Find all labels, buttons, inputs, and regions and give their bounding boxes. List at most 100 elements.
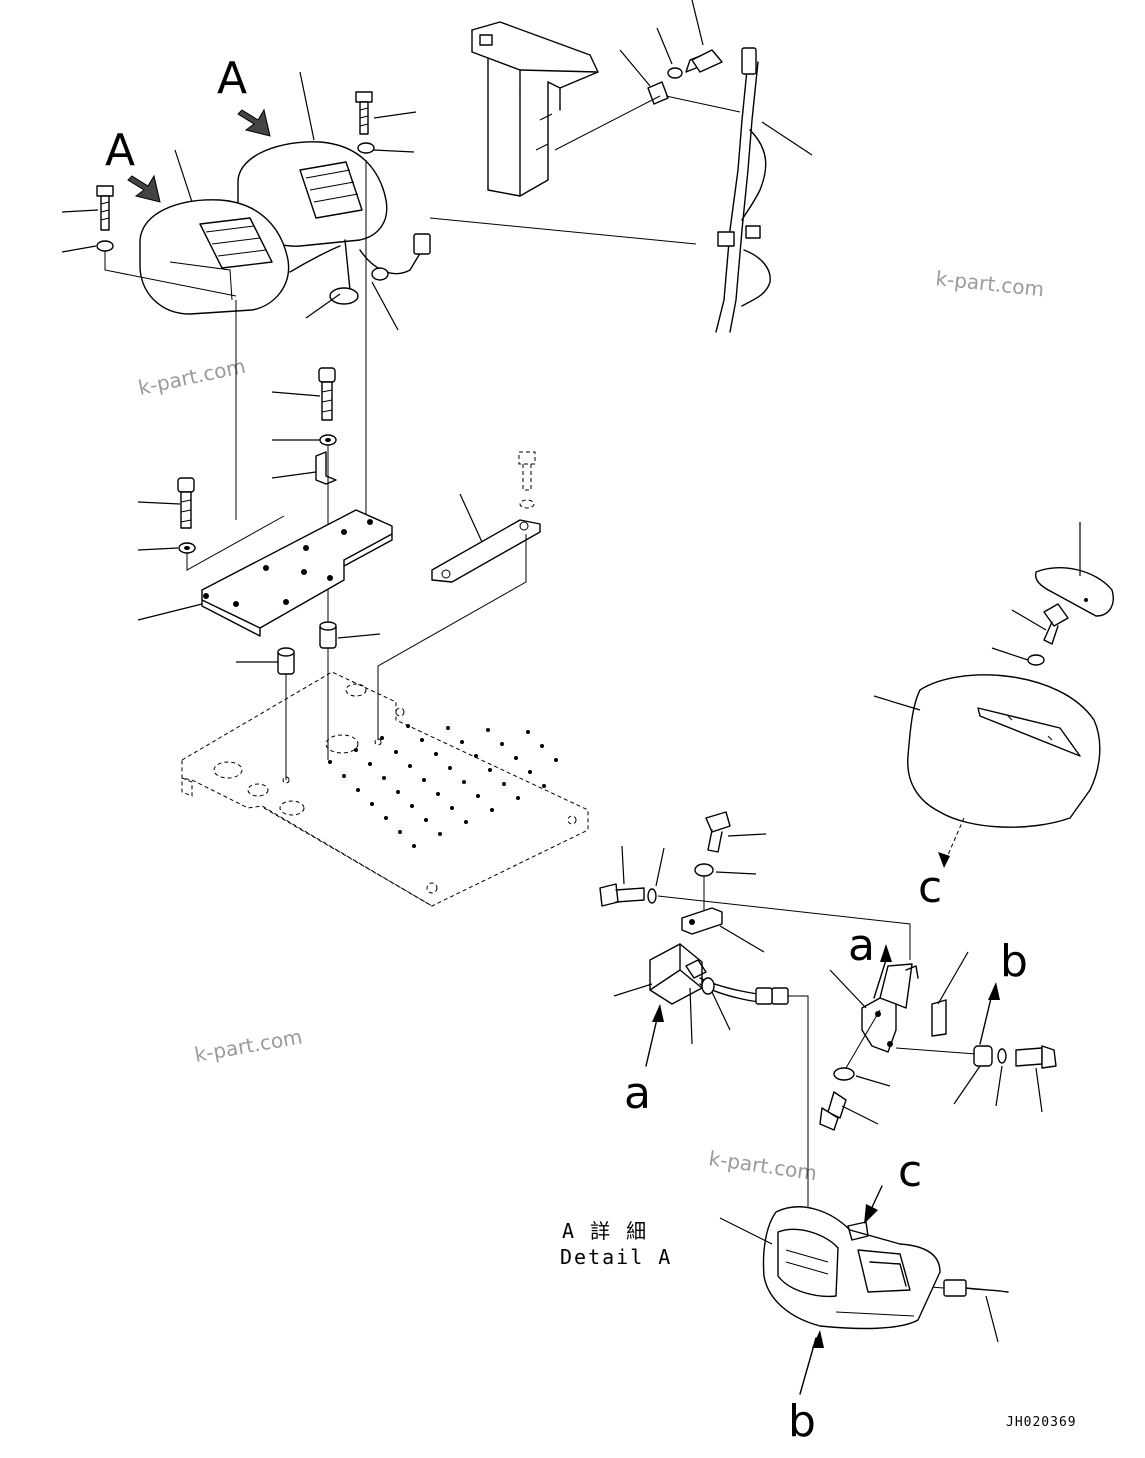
support-bar bbox=[431, 519, 541, 583]
small-bracket bbox=[315, 451, 337, 485]
floor-hole bbox=[394, 750, 398, 754]
lever-washer-bottom bbox=[833, 1067, 855, 1081]
floor-hole bbox=[380, 736, 384, 740]
floor-hole bbox=[500, 742, 504, 746]
spacer-right bbox=[319, 621, 337, 649]
floor-hole bbox=[450, 806, 454, 810]
switch-side-bolt bbox=[599, 883, 657, 907]
leader-washer-left bbox=[61, 245, 97, 253]
switch-bolt-top bbox=[694, 811, 731, 877]
leader-lever-bolt-bottom bbox=[841, 1105, 879, 1125]
floor-hole bbox=[328, 760, 332, 764]
leader-lever-bracket bbox=[829, 969, 867, 1009]
rubber-pad bbox=[931, 999, 947, 1037]
leader-cover-washer bbox=[991, 647, 1029, 661]
leader-switch-washer bbox=[715, 871, 757, 875]
ref-label-b-bottom: b bbox=[788, 1396, 816, 1447]
leader-base-washer bbox=[137, 547, 179, 551]
leader-detail-housing bbox=[719, 1217, 773, 1245]
side-bolt-guide bbox=[657, 895, 911, 960]
floor-hole bbox=[424, 818, 428, 822]
floor-hole bbox=[514, 756, 518, 760]
c-arrow-guide bbox=[943, 817, 965, 865]
view-label-a-2: A bbox=[217, 53, 247, 104]
watermark-1: k-part.com bbox=[136, 354, 248, 400]
base-bolt-guide bbox=[186, 515, 285, 571]
floor-hole bbox=[488, 768, 492, 772]
floor-hole bbox=[370, 802, 374, 806]
lever-guide bbox=[895, 1047, 977, 1055]
bolt-left-guide bbox=[104, 251, 237, 297]
lamp-cover-large bbox=[907, 674, 1101, 828]
floor-hole bbox=[382, 776, 386, 780]
leader-side-bolt bbox=[621, 845, 625, 885]
floor-hole bbox=[486, 728, 490, 732]
leader-washer-top bbox=[656, 27, 673, 65]
leader-base-bolt bbox=[137, 501, 181, 505]
mount-bolt-mid bbox=[318, 367, 337, 446]
leader-switch-bracket bbox=[719, 925, 765, 953]
floor-hole bbox=[438, 832, 442, 836]
lever-washer-guide bbox=[845, 1009, 881, 1069]
clip-guide-line-2 bbox=[665, 95, 741, 113]
view-label-a-1: A bbox=[105, 125, 135, 176]
ref-label-c-top: c bbox=[918, 862, 942, 913]
floor-hole bbox=[516, 796, 520, 800]
ref-label-a-bottom: a bbox=[624, 1068, 651, 1119]
leader-lamp-front bbox=[174, 149, 193, 203]
a-arrow-head-bottom bbox=[652, 1004, 664, 1022]
column-bolt bbox=[647, 49, 723, 105]
floor-plate bbox=[181, 671, 589, 907]
ref-label-c-bottom: c bbox=[898, 1146, 922, 1197]
leader-switch-knob bbox=[689, 987, 693, 1045]
floor-hole bbox=[408, 764, 412, 768]
mounting-plate bbox=[201, 509, 393, 637]
drawing-code: JH020369 bbox=[1006, 1415, 1077, 1430]
floor-hole bbox=[464, 820, 468, 824]
leader-cover-bolt bbox=[1011, 609, 1047, 631]
console-column-bracket bbox=[471, 21, 599, 197]
watermark-4: k-part.com bbox=[707, 1146, 818, 1185]
floor-hole bbox=[354, 748, 358, 752]
leader-grommet bbox=[305, 293, 341, 319]
floor-hole bbox=[542, 784, 546, 788]
floor-hole bbox=[528, 770, 532, 774]
floor-hole bbox=[384, 816, 388, 820]
watermark-3: k-part.com bbox=[193, 1024, 304, 1067]
floor-hole bbox=[406, 724, 410, 728]
wiring-harness bbox=[715, 47, 771, 333]
floor-hole bbox=[476, 794, 480, 798]
leader-side-washer bbox=[655, 847, 665, 887]
leader-mounting-plate bbox=[137, 603, 203, 621]
cover-bolt bbox=[1027, 603, 1069, 666]
leader-bolt-left bbox=[61, 209, 99, 213]
leader-detail-connector bbox=[985, 1295, 999, 1343]
detail-a-housing bbox=[762, 1206, 941, 1330]
b-arrow-head-bottom bbox=[812, 1330, 824, 1348]
lamp-bolt-left bbox=[96, 185, 114, 252]
leader-switch-wire bbox=[711, 991, 731, 1031]
floor-hole bbox=[554, 758, 558, 762]
floor-hole bbox=[446, 726, 450, 730]
base-bolt-left bbox=[177, 477, 196, 554]
leader-harness bbox=[761, 121, 813, 156]
floor-hole bbox=[342, 774, 346, 778]
lever-bracket bbox=[861, 963, 919, 1053]
cover-cap bbox=[1034, 566, 1114, 617]
leader-rubber-pad bbox=[937, 951, 969, 1005]
leader-clip-top bbox=[619, 49, 651, 87]
detail-title-jp: A 詳 細 bbox=[562, 1219, 648, 1243]
floor-hole bbox=[368, 762, 372, 766]
watermark-2: k-part.com bbox=[934, 266, 1045, 301]
ref-label-a-top: a bbox=[848, 920, 875, 971]
floor-plate-holes bbox=[328, 724, 558, 848]
leader-mount-bolt bbox=[271, 391, 321, 397]
floor-hole bbox=[462, 780, 466, 784]
leader-lever-bolt bbox=[1035, 1067, 1043, 1113]
leader-bolt-right bbox=[373, 111, 417, 119]
leader-lever-washer-bottom bbox=[855, 1075, 891, 1087]
floor-hole bbox=[460, 740, 464, 744]
ref-label-b-top: b bbox=[1000, 936, 1028, 987]
